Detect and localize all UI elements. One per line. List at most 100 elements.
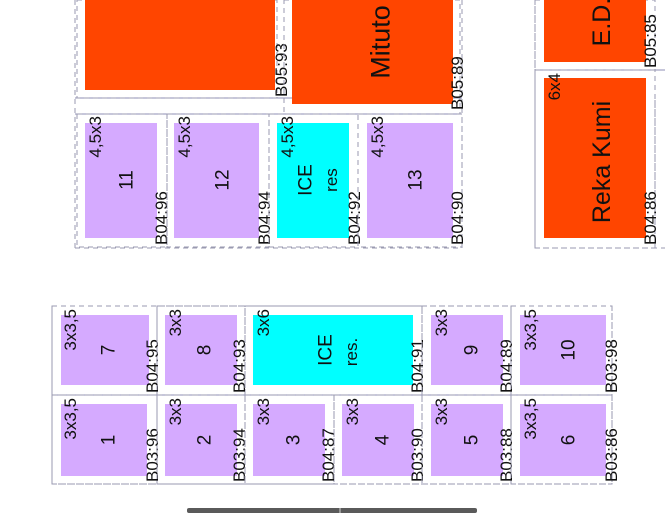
booth-fill xyxy=(342,404,414,476)
booth-size-label: 3x3 xyxy=(166,309,185,336)
booth-size-label: 3x3 xyxy=(254,398,273,425)
booth-size-label: 3x3,5 xyxy=(61,309,80,351)
booth-size-label: 4,5x3 xyxy=(175,116,194,158)
booth-code-label: B03:86 xyxy=(602,428,621,482)
booth-code-label: B04:95 xyxy=(143,339,162,393)
booth-size-label: 3x3,5 xyxy=(61,398,80,440)
booth-fill xyxy=(431,315,503,385)
booth-name-label: 3 xyxy=(284,435,305,446)
booth-outline xyxy=(76,0,278,99)
booth-name-label: 7 xyxy=(99,345,120,356)
booth-fill xyxy=(174,123,259,238)
booth-name-label: 9 xyxy=(462,345,483,356)
booth-name-label: 10 xyxy=(559,339,580,360)
booth-code-label: B03:98 xyxy=(602,339,621,393)
booth-B05-89[interactable]: B05:89 Mituto xyxy=(283,0,467,115)
booth-fill xyxy=(520,315,606,385)
booth-sub-label: res xyxy=(322,168,341,192)
booth-code-label: B04:87 xyxy=(319,428,338,482)
booth-outline xyxy=(510,394,613,485)
booth-outline xyxy=(534,69,656,249)
booth-outline xyxy=(333,394,423,485)
booth-name-label: ICE xyxy=(296,164,317,196)
booth-size-label: 3x3,5 xyxy=(521,309,540,351)
booth-B05-93[interactable]: B05:93 xyxy=(76,0,291,99)
booth-B05-85[interactable]: B05:85 E.D. xyxy=(534,0,660,71)
booth-name-label: 2 xyxy=(195,435,216,446)
booth-sub-label: res. xyxy=(342,338,361,366)
booth-code-label: B04:86 xyxy=(641,191,660,245)
booth-fill xyxy=(431,404,503,476)
booth-fill xyxy=(61,315,149,385)
booth-size-label: 6x4 xyxy=(545,73,564,100)
booth-size-label: 3x3 xyxy=(343,398,362,425)
booth-outline xyxy=(51,305,158,396)
booth-fill xyxy=(544,0,646,62)
booth-code-label: B04:92 xyxy=(345,191,364,245)
booth-fill xyxy=(61,404,147,476)
booth-name-label: 1 xyxy=(99,435,120,446)
booth-outline xyxy=(283,0,461,115)
booth-name-label: Reka Kumi xyxy=(588,101,616,223)
booth-fill xyxy=(85,0,275,90)
booth-fill xyxy=(85,123,157,238)
booth-name-label: 4 xyxy=(373,434,394,445)
booth-code-label: B04:96 xyxy=(152,191,171,245)
booth-fill xyxy=(544,78,646,238)
booth-outline xyxy=(156,305,246,396)
booth-outline xyxy=(156,394,246,485)
booth-fill xyxy=(520,404,606,476)
booth-outline xyxy=(534,0,656,71)
booth-outline xyxy=(357,113,463,248)
booth-name-label: Mituto xyxy=(365,5,395,79)
booth-code-label: B04:90 xyxy=(448,191,467,245)
booth-code-label: B03:88 xyxy=(497,428,516,482)
booth-outline xyxy=(510,305,613,396)
booth-size-label: 3x3 xyxy=(432,309,451,336)
booth-size-label: 4,5x3 xyxy=(368,116,387,158)
booth-name-label: ICE xyxy=(316,334,337,366)
booth-fill xyxy=(165,404,237,476)
booth-fill xyxy=(292,0,453,104)
booth-name-label: E.D. xyxy=(588,0,616,46)
booth-code-label: B04:91 xyxy=(408,339,427,393)
bottom-scrollbar[interactable] xyxy=(187,508,477,513)
booth-code-label: B05:93 xyxy=(272,43,291,97)
booth-size-label: 3x6 xyxy=(254,309,273,336)
booth-size-label: 4,5x3 xyxy=(86,116,105,158)
booth-name-label: 13 xyxy=(406,169,427,190)
booth-name-label: 6 xyxy=(559,435,580,446)
booth-fill xyxy=(253,315,413,385)
booth-code-label: B04:93 xyxy=(230,339,249,393)
booth-code-label: B03:96 xyxy=(143,428,162,482)
booth-code-label: B05:85 xyxy=(641,14,660,68)
booth-code-label: B04:89 xyxy=(497,339,516,393)
booth-fill xyxy=(367,123,453,238)
booth-fill xyxy=(277,123,349,238)
booth-code-label: B04:94 xyxy=(255,191,274,245)
booth-name-label: 12 xyxy=(213,169,234,190)
booth-outline xyxy=(51,394,158,485)
booth-size-label: 4,5x3 xyxy=(278,116,297,158)
booth-fill xyxy=(165,315,237,385)
booth-fill xyxy=(253,404,325,476)
booth-code-label: B05:89 xyxy=(448,56,467,110)
